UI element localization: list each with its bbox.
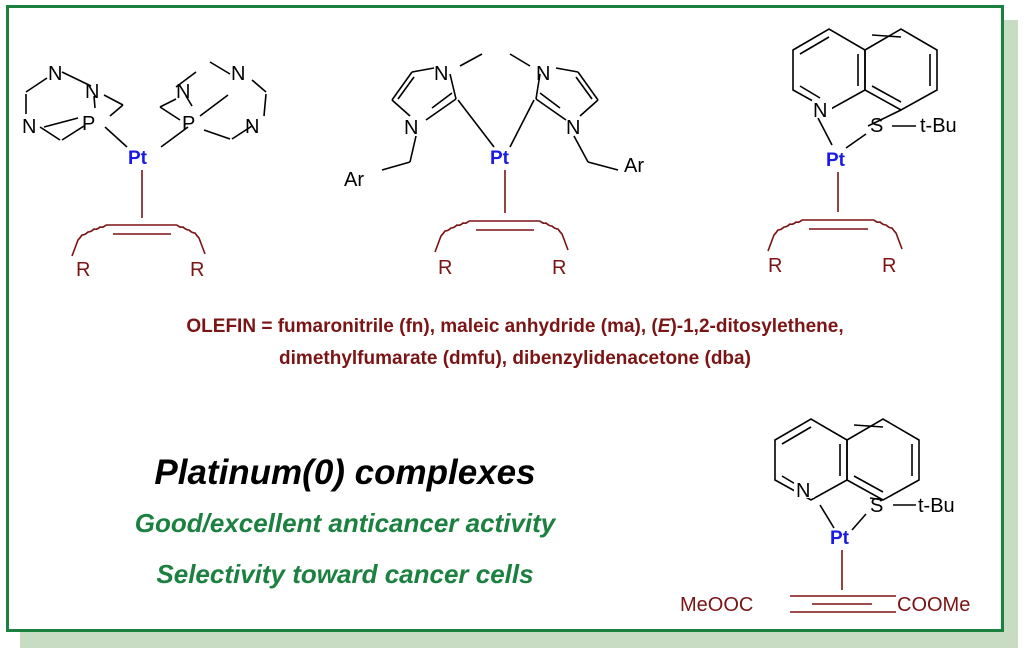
ester-label: COOMe: [897, 594, 970, 616]
aryl-label: Ar: [344, 169, 364, 191]
substituent-r-label: R: [552, 257, 566, 279]
nitrogen-label: N: [176, 81, 190, 103]
complex-nhc: N N N N Ar Ar Pt R R: [344, 53, 644, 279]
olefin-italic: E: [657, 316, 671, 337]
olefin-definition-line2: dimethylfumarate (dmfu), dibenzylidenace…: [279, 348, 751, 369]
sulfur-label: S: [870, 495, 883, 517]
olefin-text: )-1,2-ditosylethene,: [670, 316, 844, 337]
complex-pta: N N N P N N N P Pt R R: [22, 61, 267, 281]
headline-title: Platinum(0) complexes: [154, 453, 536, 492]
substituent-r-label: R: [190, 259, 204, 281]
nitrogen-label: N: [48, 63, 62, 85]
phosphorus-label: P: [82, 113, 95, 135]
aryl-label: Ar: [624, 155, 644, 177]
nitrogen-label: N: [404, 117, 418, 139]
complex-quinoline-alkyne: N S t-Bu Pt MeOOC COOMe: [680, 418, 970, 616]
sulfur-label: S: [870, 115, 883, 137]
tert-butyl-label: t-Bu: [918, 495, 955, 517]
platinum-label: Pt: [128, 148, 148, 169]
substituent-r-label: R: [438, 257, 452, 279]
olefin-text: OLEFIN = fumaronitrile (fn), maleic anhy…: [186, 316, 658, 337]
substituent-r-label: R: [76, 259, 90, 281]
nitrogen-label: N: [536, 63, 550, 85]
platinum-label: Pt: [830, 528, 850, 549]
headline-subtitle: Good/excellent anticancer activity: [134, 508, 556, 538]
nitrogen-label: N: [231, 63, 245, 85]
substituent-r-label: R: [882, 255, 896, 277]
nitrogen-label: N: [434, 63, 448, 85]
nitrogen-label: N: [22, 116, 36, 138]
nitrogen-label: N: [245, 116, 259, 138]
phosphorus-label: P: [182, 113, 195, 135]
tert-butyl-label: t-Bu: [920, 115, 957, 137]
nitrogen-label: N: [813, 100, 827, 122]
platinum-label: Pt: [826, 150, 846, 171]
scheme-frame: [6, 5, 1004, 632]
complex-quinoline-thioether: N S t-Bu Pt R R: [767, 28, 957, 277]
olefin-definition-line1: OLEFIN = fumaronitrile (fn), maleic anhy…: [20, 316, 1010, 338]
ester-label: MeOOC: [680, 594, 753, 616]
headline-subtitle: Selectivity toward cancer cells: [156, 559, 534, 589]
nitrogen-label: N: [566, 117, 580, 139]
substituent-r-label: R: [768, 255, 782, 277]
nitrogen-label: N: [85, 81, 99, 103]
nitrogen-label: N: [796, 480, 810, 502]
platinum-label: Pt: [490, 148, 510, 169]
